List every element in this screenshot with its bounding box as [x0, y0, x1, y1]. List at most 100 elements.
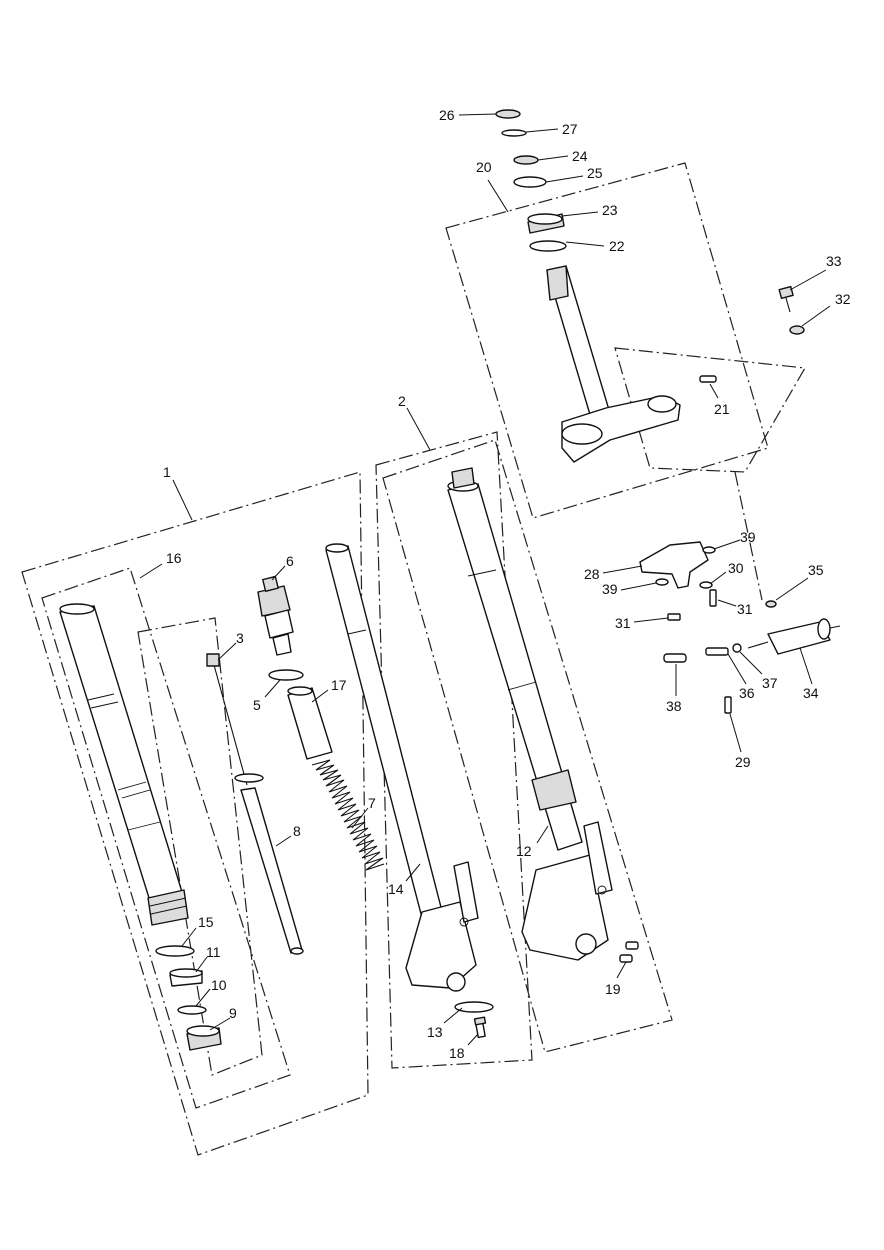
- washer-13: [454, 1001, 494, 1013]
- fork-leg-12: [447, 467, 613, 961]
- leader-21: [709, 383, 719, 399]
- leader-6: [271, 565, 286, 581]
- leader-2: [406, 407, 431, 451]
- leader-10: [195, 988, 211, 1007]
- adjuster-6: [257, 575, 294, 656]
- pin-36: [705, 647, 729, 656]
- callout-10: 10: [211, 977, 227, 993]
- callout-14: 14: [388, 881, 404, 897]
- callout-6: 6: [286, 553, 294, 569]
- callout-5: 5: [253, 697, 261, 713]
- callout-12: 12: [516, 843, 532, 859]
- bolt-31b: [667, 613, 681, 621]
- callout-31b: 31: [615, 615, 631, 631]
- leader-32: [801, 305, 831, 327]
- leader-37: [739, 651, 763, 675]
- callout-16: 16: [166, 550, 182, 566]
- washer-39b: [655, 578, 669, 586]
- bolt-31a: [709, 589, 717, 607]
- group-outline-16: [41, 567, 291, 1109]
- spacer-17: [287, 686, 333, 760]
- callout-35: 35: [808, 562, 824, 578]
- leader-36: [727, 653, 747, 685]
- leader-25: [545, 175, 584, 183]
- leader-33: [789, 269, 827, 291]
- callout-9: 9: [229, 1005, 237, 1021]
- group-outline-1: [21, 471, 369, 1156]
- leader-28: [602, 565, 643, 574]
- leader-31a: [717, 599, 737, 607]
- leader-17: [311, 689, 329, 703]
- washer-30: [699, 581, 713, 589]
- group-outline-20: [445, 162, 769, 519]
- bolt-18: [473, 1016, 487, 1039]
- steering-stem-20: [546, 265, 681, 463]
- leader-15: [181, 927, 197, 947]
- leader-18: [467, 1033, 479, 1046]
- callout-19: 19: [605, 981, 621, 997]
- seal-22: [529, 240, 567, 252]
- leader-30: [709, 571, 727, 585]
- callout-34: 34: [803, 685, 819, 701]
- callout-28: 28: [584, 566, 600, 582]
- washer-32: [789, 325, 805, 335]
- callout-30: 30: [728, 560, 744, 576]
- leader-5: [264, 679, 281, 698]
- callout-26: 26: [439, 107, 455, 123]
- callout-31a: 31: [737, 601, 753, 617]
- leader-7: [351, 807, 369, 829]
- callout-38: 38: [666, 698, 682, 714]
- leader-39b: [620, 582, 657, 591]
- leader-24: [537, 155, 569, 161]
- callout-20: 20: [476, 159, 492, 175]
- oring-5: [268, 669, 304, 681]
- bolt-33: [778, 285, 794, 313]
- callout-29: 29: [735, 754, 751, 770]
- group-outline-bracket: [614, 347, 806, 473]
- washer-25: [513, 176, 547, 188]
- leader-8: [275, 835, 292, 847]
- callout-39b: 39: [602, 581, 618, 597]
- callout-15: 15: [198, 914, 214, 930]
- nut-24: [513, 155, 539, 165]
- leader-26: [458, 113, 497, 116]
- leader-1: [172, 479, 193, 521]
- leader-14: [405, 863, 421, 882]
- group-outline-2: [375, 431, 533, 1069]
- ring-27: [501, 129, 527, 137]
- leader-16: [139, 563, 163, 579]
- leader-20: [487, 179, 509, 213]
- group-outline-8: [137, 617, 263, 1076]
- cap-9: [186, 1025, 222, 1051]
- leader-11: [195, 956, 208, 973]
- fork-leg-14: [325, 543, 479, 992]
- callout-33: 33: [826, 253, 842, 269]
- callout-23: 23: [602, 202, 618, 218]
- ring-10: [177, 1005, 207, 1015]
- callout-7: 7: [368, 795, 376, 811]
- bolt-21: [699, 375, 717, 383]
- leader-35: [775, 577, 809, 601]
- leader-29: [729, 713, 742, 753]
- leader-22: [565, 241, 605, 247]
- leader-9: [209, 1017, 231, 1031]
- callout-27: 27: [562, 121, 578, 137]
- cap-35: [765, 600, 777, 608]
- callout-2: 2: [398, 393, 406, 409]
- nut-37: [732, 643, 742, 653]
- bolts-19: [619, 941, 639, 963]
- callout-18: 18: [449, 1045, 465, 1061]
- callout-22: 22: [609, 238, 625, 254]
- seal-15: [155, 945, 195, 957]
- nut-26: [495, 109, 521, 119]
- callout-25: 25: [587, 165, 603, 181]
- leader-31b: [633, 617, 669, 623]
- callout-13: 13: [427, 1024, 443, 1040]
- pin-38: [663, 653, 687, 663]
- damper-34: [747, 618, 841, 655]
- leader-19: [616, 961, 627, 979]
- leader-34: [799, 647, 813, 685]
- callout-1: 1: [163, 464, 171, 480]
- callout-8: 8: [293, 823, 301, 839]
- callout-11: 11: [206, 944, 221, 960]
